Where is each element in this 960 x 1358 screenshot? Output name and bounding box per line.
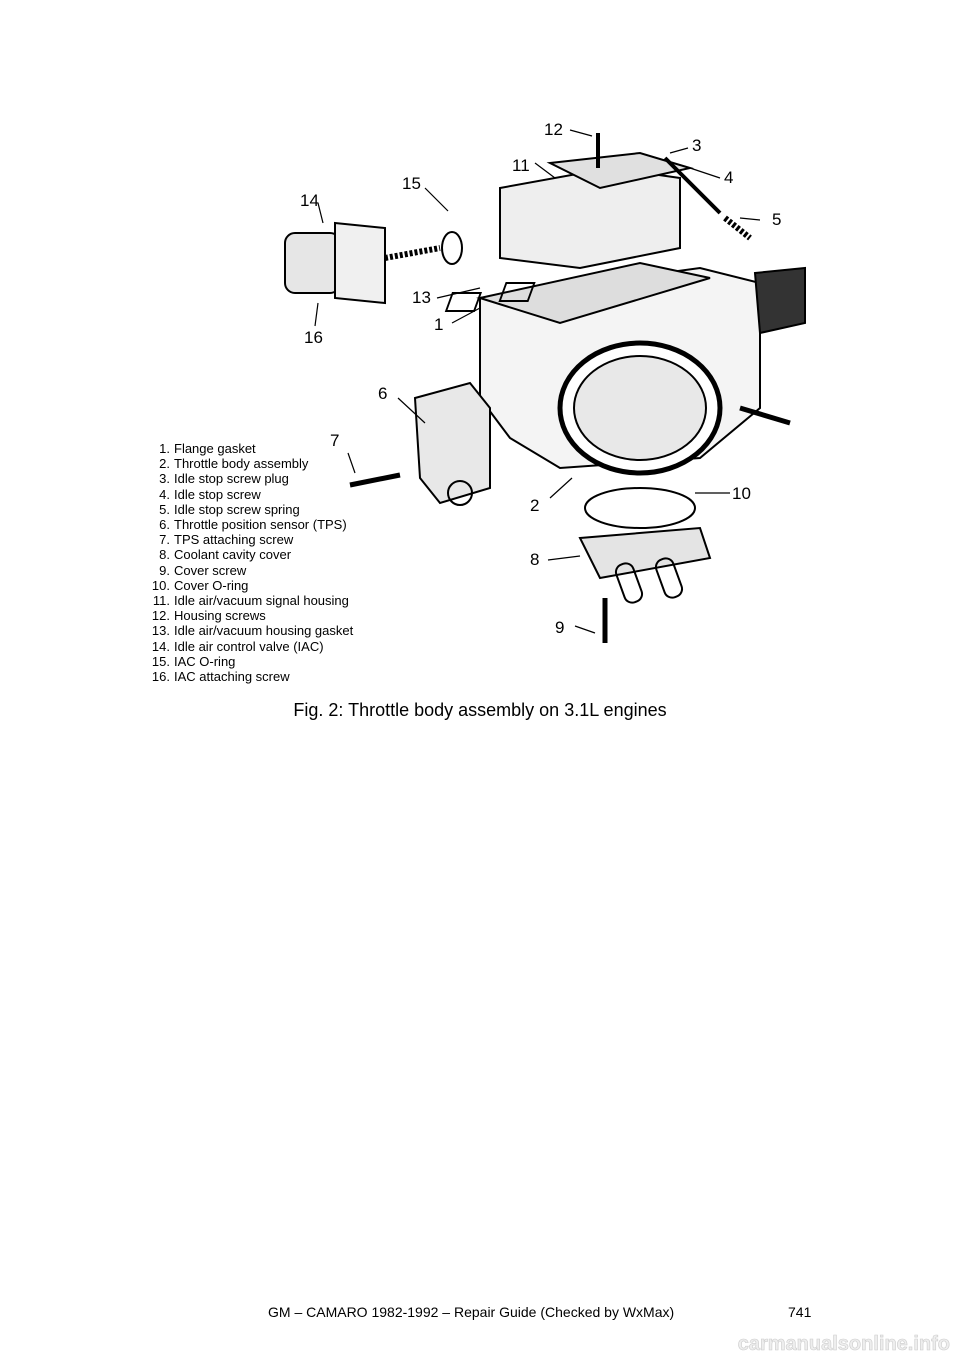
callout-8: 8 (530, 550, 540, 569)
legend-item: 13.Idle air/vacuum housing gasket (151, 623, 354, 639)
callout-12: 12 (544, 120, 563, 139)
callout-16: 16 (304, 328, 323, 347)
page-number: 741 (788, 1304, 812, 1320)
legend-item: 4.Idle stop screw (159, 486, 261, 502)
figure-caption: Fig. 2: Throttle body assembly on 3.1L e… (293, 700, 667, 720)
callout-1: 1 (434, 315, 444, 334)
legend-item: 9.Cover screw (159, 562, 247, 578)
legend-item: 16.IAC attaching screw (151, 669, 290, 685)
legend-item: 11.Idle air/vacuum signal housing (152, 593, 349, 609)
legend-item: 7.TPS attaching screw (159, 532, 294, 548)
exploded-diagram: 12 3 11 4 15 14 5 13 1 16 6 7 10 2 8 9 (140, 108, 820, 693)
callout-14: 14 (300, 191, 319, 210)
legend-item: 1.Flange gasket (159, 441, 256, 456)
legend-item: 6.Throttle position sensor (TPS) (159, 517, 347, 533)
legend-item: 12.Housing screws (151, 608, 266, 624)
legend-item: 3.Idle stop screw plug (159, 471, 289, 487)
callout-13: 13 (412, 288, 431, 307)
parts-legend: 1.Flange gasket 2.Throttle body assembly… (140, 441, 400, 684)
legend-item: 14.Idle air control valve (IAC) (151, 638, 324, 654)
watermark-text: carmanualsonline.info (738, 1333, 950, 1355)
callout-2: 2 (530, 496, 540, 515)
throttle-body-illustration (284, 129, 806, 643)
legend-item: 10.Cover O-ring (151, 577, 249, 593)
callout-5: 5 (772, 210, 782, 229)
callout-11: 11 (512, 156, 530, 175)
legend-item: 5.Idle stop screw spring (159, 501, 300, 517)
legend-item: 15.IAC O-ring (151, 653, 236, 669)
callout-7: 7 (330, 431, 340, 450)
footer-title: GM – CAMARO 1982-1992 – Repair Guide (Ch… (268, 1304, 675, 1320)
watermark-logo: carmanualsonline.info (737, 1333, 950, 1356)
callout-6: 6 (378, 384, 388, 403)
legend-item: 2.Throttle body assembly (159, 456, 309, 472)
callout-10: 10 (732, 484, 751, 503)
callout-4: 4 (724, 168, 734, 187)
callout-3: 3 (692, 136, 702, 155)
callout-15: 15 (402, 174, 421, 193)
callout-9: 9 (555, 618, 565, 637)
legend-item: 8.Coolant cavity cover (159, 547, 292, 563)
